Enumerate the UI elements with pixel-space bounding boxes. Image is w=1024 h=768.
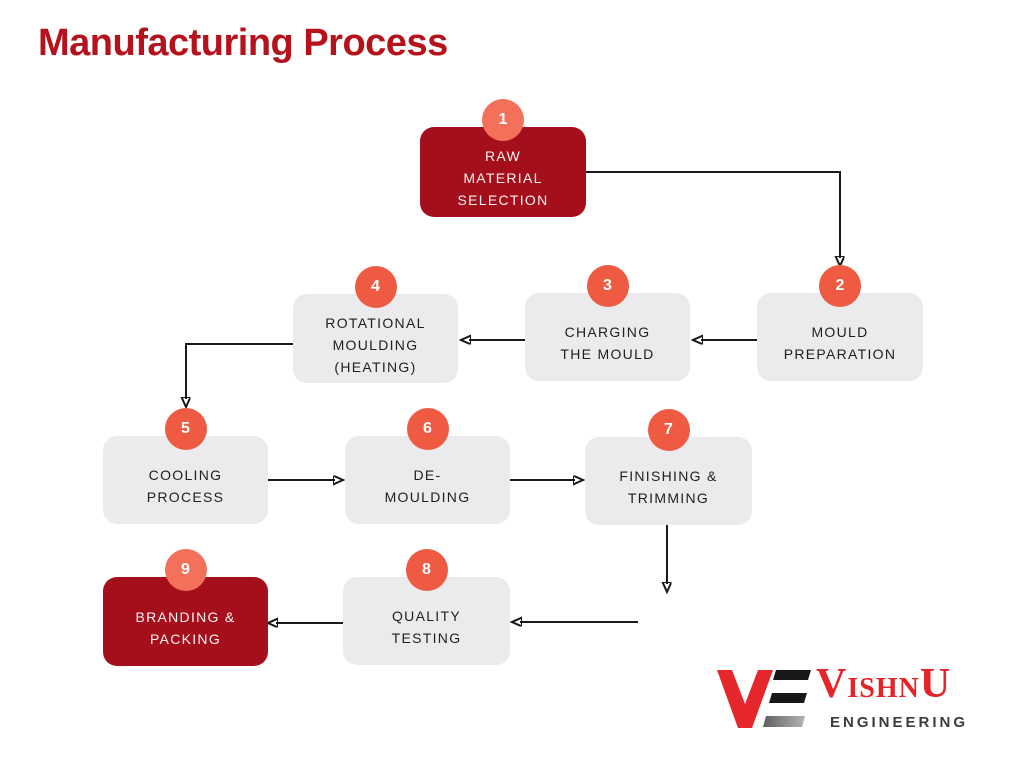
step-label: ROTATIONAL MOULDING (HEATING) xyxy=(325,314,426,375)
ve-monogram-icon xyxy=(717,670,811,728)
step-label: FINISHING & TRIMMING xyxy=(619,468,718,506)
page-title: Manufacturing Process xyxy=(38,22,448,64)
step-number-badge: 2 xyxy=(819,265,861,307)
step-label: DE- MOULDING xyxy=(384,467,471,505)
step-number-badge: 1 xyxy=(482,99,524,141)
step-label: CHARGING THE MOULD xyxy=(560,324,655,362)
step-box-quality-testing: 8 QUALITY TESTING xyxy=(343,549,510,665)
step-number-badge: 7 xyxy=(647,409,690,451)
step-label: RAW MATERIAL SELECTION xyxy=(457,148,549,208)
step-box-cooling-process: 5 COOLING PROCESS xyxy=(103,408,268,524)
step-box-branding-packing: 9 BRANDING & PACKING xyxy=(103,549,268,666)
step-label: COOLING PROCESS xyxy=(146,467,225,505)
company-logo: VISHNU ENGINEERING xyxy=(712,658,1002,744)
step-box-rotational-moulding: 4 ROTATIONAL MOULDING (HEATING) xyxy=(293,266,458,383)
logo-name-mid: ISHN xyxy=(847,673,920,704)
step-number-badge: 9 xyxy=(164,549,207,591)
logo-name-initial: V xyxy=(816,661,848,707)
step-box-raw-material-selection: 1 RAW MATERIAL SELECTION xyxy=(420,99,586,217)
arrow-step4-to-step5 xyxy=(186,343,293,399)
logo-text: VISHNU ENGINEERING xyxy=(816,661,969,731)
step-box-de-moulding: 6 DE- MOULDING xyxy=(345,408,510,524)
step-number-badge: 5 xyxy=(164,408,207,450)
step-label: BRANDING & PACKING xyxy=(135,608,236,647)
step-label: QUALITY TESTING xyxy=(391,608,462,646)
arrow-step1-to-step2 xyxy=(586,171,840,258)
logo-company-name: VISHNU xyxy=(816,661,968,713)
step-number-badge: 8 xyxy=(405,549,448,591)
step-number-badge: 3 xyxy=(586,265,629,307)
step-number-badge: 4 xyxy=(354,266,397,308)
logo-name-end: U xyxy=(919,661,952,707)
step-box-charging-the-mould: 3 CHARGING THE MOULD xyxy=(525,265,690,381)
step-label: MOULD PREPARATION xyxy=(783,324,897,362)
step-box-mould-preparation: 2 MOULD PREPARATION xyxy=(757,265,923,381)
step-number-badge: 6 xyxy=(406,408,449,450)
logo-subtitle: ENGINEERING xyxy=(830,714,969,731)
step-box-finishing-trimming: 7 FINISHING & TRIMMING xyxy=(585,409,752,525)
